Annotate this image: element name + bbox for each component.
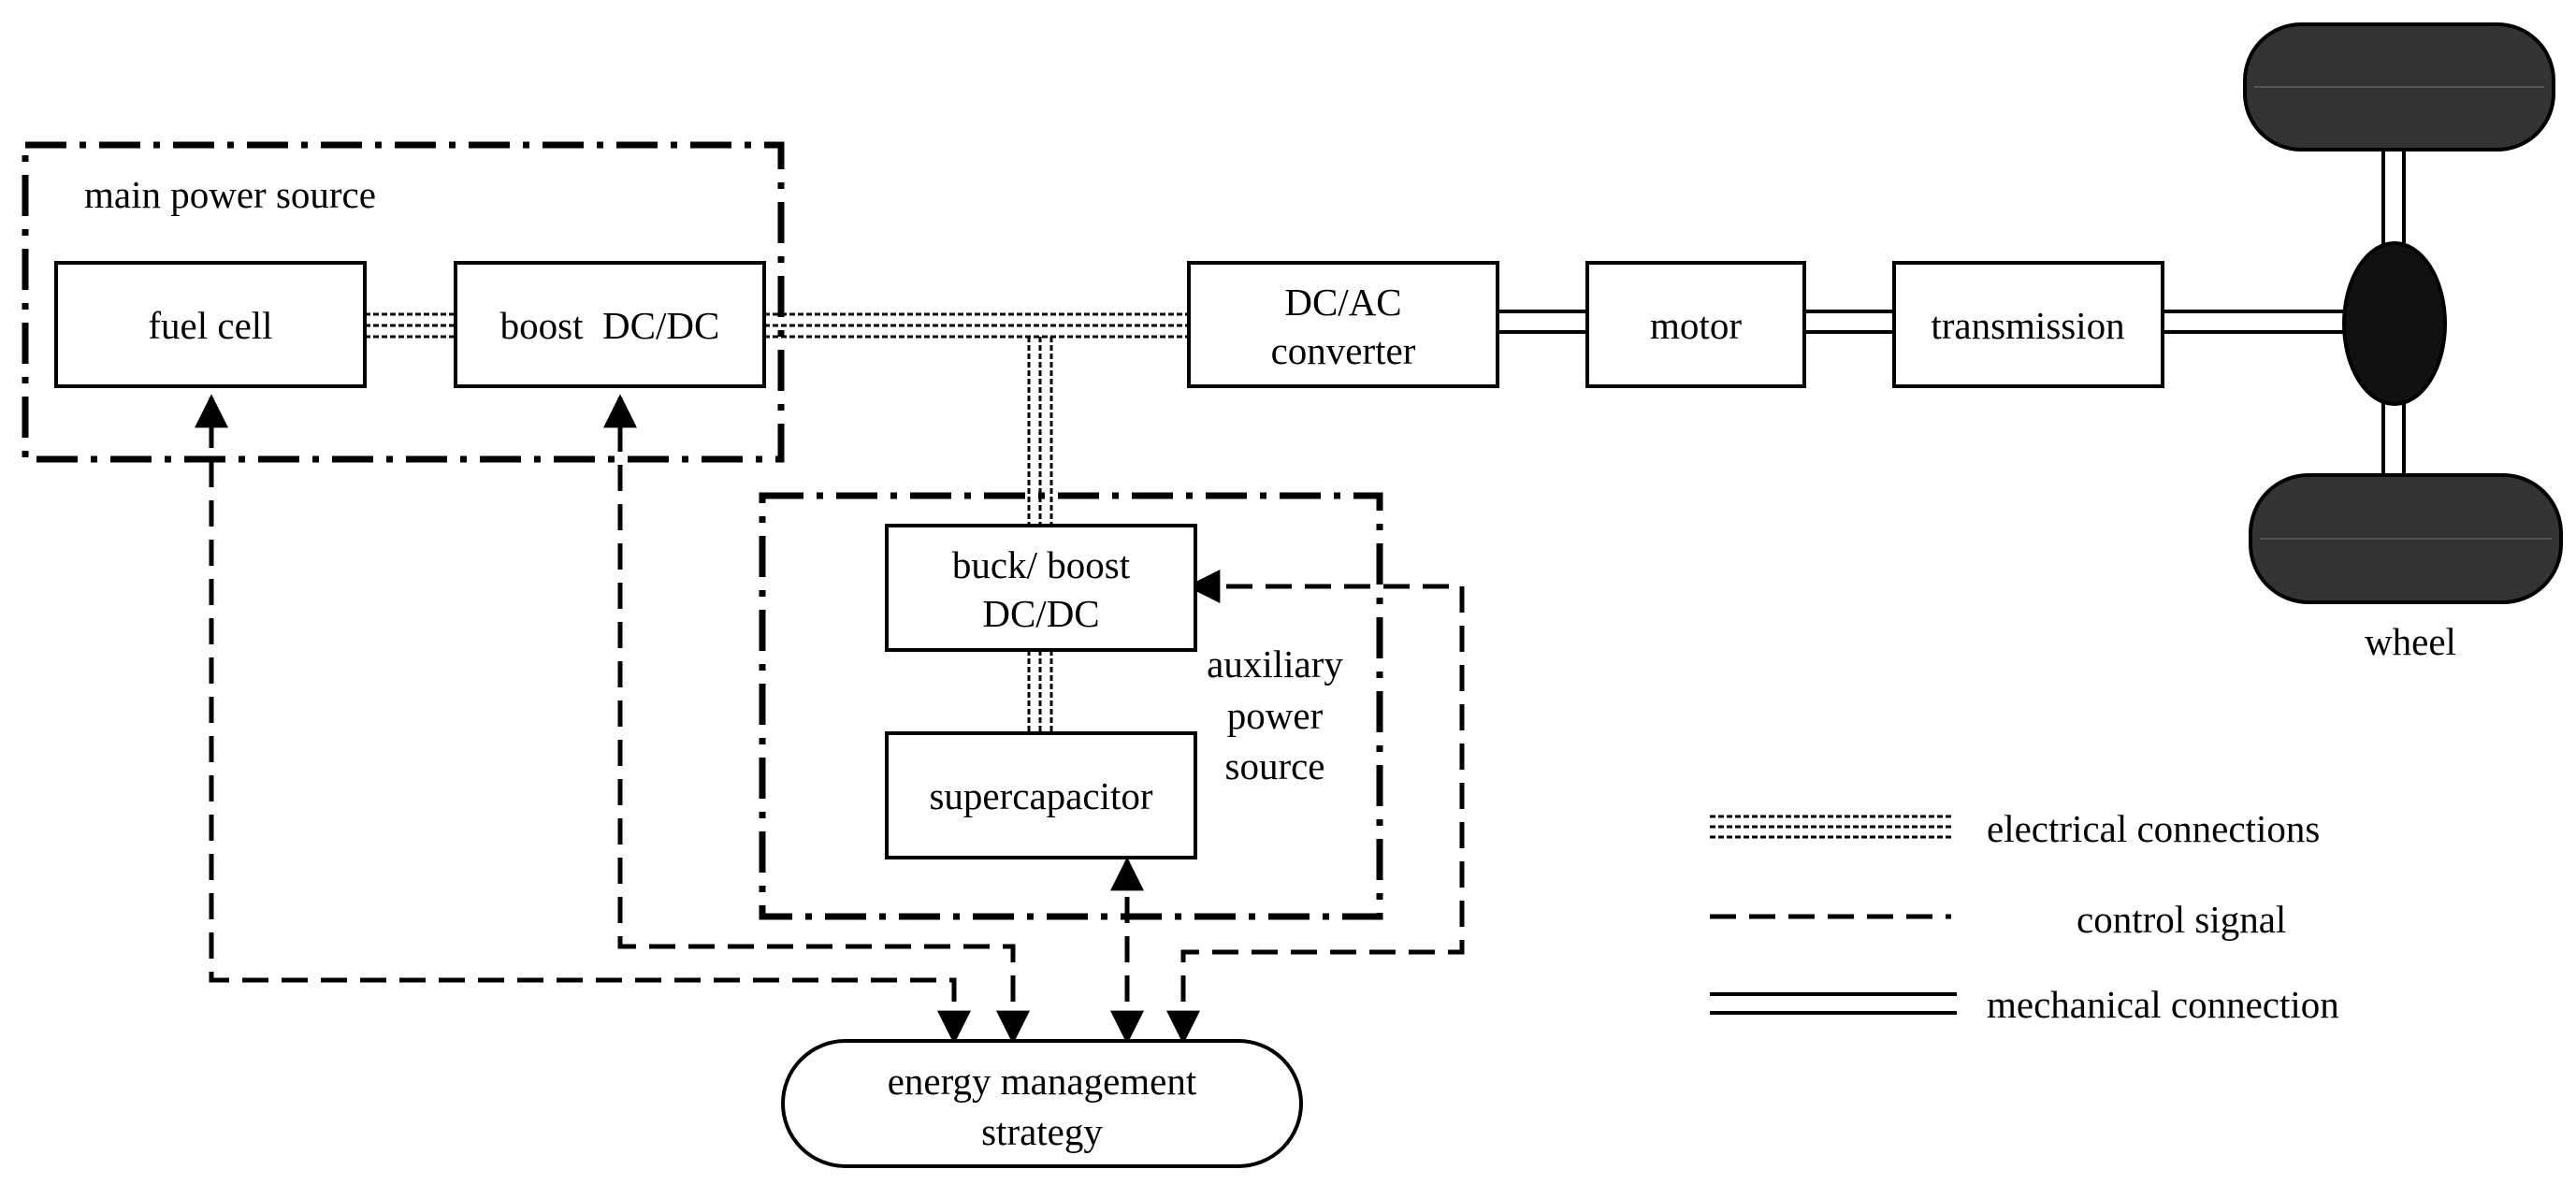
legend-control-label: control signal (2077, 898, 2286, 941)
buck-boost-dcdc-box (885, 524, 1197, 652)
dcac-label-line2: converter (1271, 329, 1416, 372)
motor-box (1585, 261, 1806, 388)
legend-electrical-swatch (1710, 815, 1951, 839)
wheel-assembly (2243, 22, 2563, 604)
motor-label: motor (1650, 304, 1742, 347)
main-power-source-boundary (22, 141, 785, 463)
legend-electrical-label: electrical connections (1987, 807, 2320, 850)
auxiliary-power-source-boundary (759, 492, 1383, 920)
boost-dcdc-box (454, 261, 766, 388)
electrical-connections (365, 312, 1189, 733)
fuel-cell-label: fuel cell (148, 304, 272, 347)
control-signals (195, 394, 1465, 1045)
auxiliary-label-line2: power (1227, 694, 1324, 737)
wheel-label: wheel (2365, 620, 2456, 663)
legend-mechanical-swatch (1710, 992, 1957, 1015)
main-power-source-label: main power source (84, 173, 376, 216)
ems-label-line2: strategy (981, 1110, 1103, 1153)
supercapacitor-label: supercapacitor (929, 774, 1152, 817)
dcac-label-line1: DC/AC (1284, 281, 1401, 324)
auxiliary-label-line1: auxiliary (1207, 643, 1343, 686)
legend-mechanical-label: mechanical connection (1987, 983, 2339, 1026)
supercapacitor-box (885, 731, 1197, 859)
transmission-label: transmission (1931, 304, 2124, 347)
legend: electrical connections control signal me… (1710, 807, 2339, 1026)
boost-dcdc-label: boost DC/DC (500, 304, 720, 347)
ems-label-line1: energy management (888, 1060, 1197, 1103)
ems-box (781, 1039, 1303, 1168)
wheel-hub (2342, 241, 2447, 406)
auxiliary-label-line3: source (1224, 744, 1324, 787)
dcac-converter-box (1187, 261, 1499, 388)
mechanical-connections (1498, 150, 2406, 475)
fuel-cell-box (54, 261, 367, 388)
transmission-box (1892, 261, 2164, 388)
buck-boost-label-line1: buck/ boost (952, 543, 1131, 586)
buck-boost-label-line2: DC/DC (982, 592, 1099, 635)
